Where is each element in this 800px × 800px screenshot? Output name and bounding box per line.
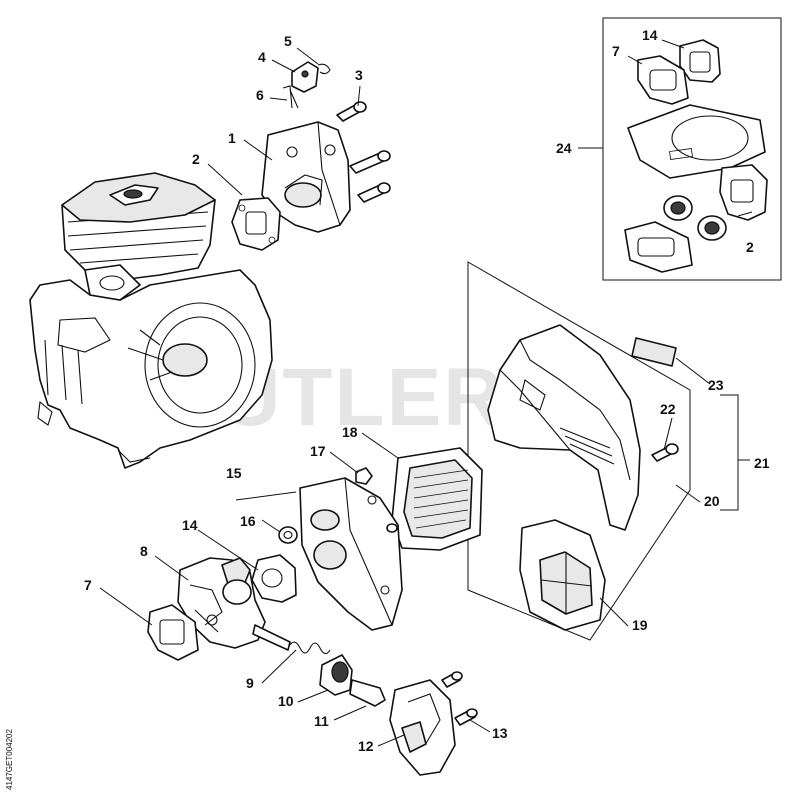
part-5-clip <box>317 63 331 75</box>
callout-4: 4 <box>258 49 266 65</box>
callout-14: 14 <box>182 517 198 533</box>
part-14-gasket-kit <box>679 39 721 83</box>
callout-24: 24 <box>556 140 572 156</box>
muffler-gasket-kit <box>624 221 693 273</box>
callout-22: 22 <box>660 401 676 417</box>
part-12-lever-housing <box>389 679 456 776</box>
callout-20: 20 <box>704 493 720 509</box>
part-23-label <box>631 337 677 367</box>
callout-labels: 1 2 2 3 4 5 6 7 7 8 9 10 11 12 13 14 14 … <box>84 27 770 754</box>
part-7-gasket <box>147 604 199 661</box>
callout-5: 5 <box>284 33 292 49</box>
cylinder-gasket-kit <box>627 104 766 179</box>
leader-lines <box>99 39 753 747</box>
part-18-filter <box>391 447 483 551</box>
callout-11: 11 <box>314 713 329 729</box>
callout-13: 13 <box>492 725 508 741</box>
part-11-shaft <box>349 679 386 707</box>
part-3-screws <box>336 101 391 203</box>
oil-seals-kit <box>663 195 727 241</box>
part-19-filter-frame <box>519 519 606 631</box>
part-2-gasket <box>231 197 281 251</box>
part-2-gasket-kit <box>719 164 768 221</box>
callout-9: 9 <box>246 675 254 691</box>
callout-6: 6 <box>256 87 264 103</box>
part-4-bracket <box>291 61 319 93</box>
callout-19: 19 <box>632 617 648 633</box>
callout-2: 2 <box>746 239 754 255</box>
part-6-spring <box>282 85 299 109</box>
callout-10: 10 <box>278 693 294 709</box>
callout-14: 14 <box>642 27 658 43</box>
callout-23: 23 <box>708 377 724 393</box>
reference-code: 4147GET004202 <box>5 729 14 790</box>
kit-box-24 <box>602 17 782 281</box>
part-13-screws <box>441 671 478 726</box>
part-17-nut <box>355 467 373 485</box>
part-14-gasket <box>251 554 297 603</box>
callout-1: 1 <box>228 130 236 146</box>
callout-2: 2 <box>192 151 200 167</box>
part-10-boot <box>319 654 353 696</box>
part-9-spring <box>289 641 331 655</box>
part-8-carburetor <box>177 557 291 651</box>
callout-17: 17 <box>310 443 326 459</box>
part-7-gasket-kit <box>637 55 689 105</box>
callout-15: 15 <box>226 465 242 481</box>
callout-12: 12 <box>358 738 374 754</box>
callout-7: 7 <box>612 43 620 59</box>
part-15-carb-body-plate <box>299 477 403 631</box>
part-20-shroud <box>487 324 641 531</box>
engine-assembly <box>29 172 273 469</box>
callout-8: 8 <box>140 543 148 559</box>
callout-7: 7 <box>84 577 92 593</box>
callout-16: 16 <box>240 513 256 529</box>
callout-3: 3 <box>355 67 363 83</box>
callout-18: 18 <box>342 424 358 440</box>
callout-21: 21 <box>754 455 770 471</box>
part-16-ring <box>278 526 298 544</box>
